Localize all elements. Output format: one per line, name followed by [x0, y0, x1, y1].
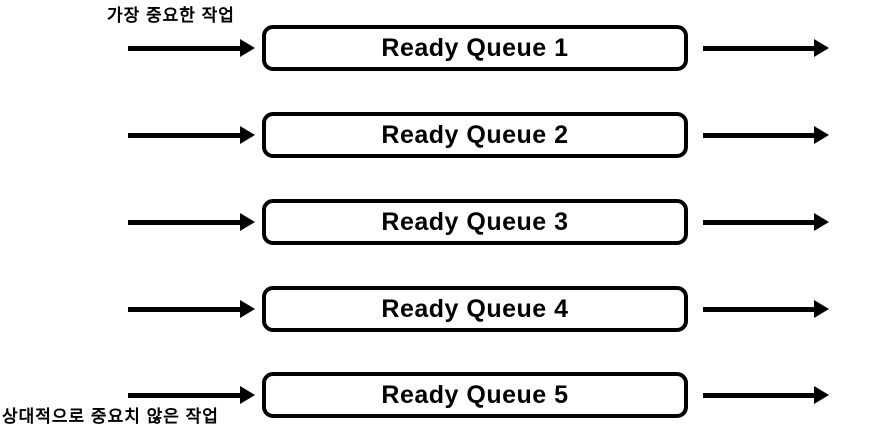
queue-box-3: Ready Queue 3 [262, 199, 688, 245]
arrow-head [240, 39, 255, 57]
queue-label: Ready Queue 1 [381, 33, 569, 62]
queue-box-1: Ready Queue 1 [262, 25, 688, 71]
arrow-shaft [128, 219, 242, 225]
inflow-arrow-icon [128, 39, 255, 57]
arrow-shaft [703, 392, 816, 398]
queue-row-2: Ready Queue 2 [0, 112, 880, 158]
arrow-shaft [703, 219, 816, 225]
inflow-arrow-icon [128, 386, 255, 404]
queue-row-5: Ready Queue 5 [0, 372, 880, 418]
inflow-arrow-icon [128, 213, 255, 231]
arrow-head [240, 386, 255, 404]
outflow-arrow-icon [703, 300, 829, 318]
queue-label: Ready Queue 5 [381, 380, 569, 409]
arrow-head [814, 386, 829, 404]
arrow-head [240, 126, 255, 144]
queue-label: Ready Queue 2 [381, 120, 569, 149]
outflow-arrow-icon [703, 213, 829, 231]
lowest-priority-note: 상대적으로 중요치 않은 작업 [2, 407, 219, 426]
queue-row-4: Ready Queue 4 [0, 286, 880, 332]
arrow-head [240, 213, 255, 231]
arrow-head [814, 39, 829, 57]
highest-priority-note: 가장 중요한 작업 [107, 6, 235, 25]
outflow-arrow-icon [703, 39, 829, 57]
arrow-shaft [128, 132, 242, 138]
inflow-arrow-icon [128, 300, 255, 318]
queue-row-1: Ready Queue 1 [0, 25, 880, 71]
queue-row-3: Ready Queue 3 [0, 199, 880, 245]
queue-box-5: Ready Queue 5 [262, 372, 688, 418]
queue-box-2: Ready Queue 2 [262, 112, 688, 158]
arrow-shaft [128, 392, 242, 398]
arrow-shaft [128, 45, 242, 51]
outflow-arrow-icon [703, 126, 829, 144]
arrow-head [814, 126, 829, 144]
inflow-arrow-icon [128, 126, 255, 144]
arrow-head [814, 300, 829, 318]
arrow-shaft [703, 45, 816, 51]
arrow-shaft [128, 306, 242, 312]
outflow-arrow-icon [703, 386, 829, 404]
queue-label: Ready Queue 3 [381, 207, 569, 236]
arrow-shaft [703, 132, 816, 138]
arrow-head [240, 300, 255, 318]
queue-label: Ready Queue 4 [381, 294, 569, 323]
arrow-shaft [703, 306, 816, 312]
queue-box-4: Ready Queue 4 [262, 286, 688, 332]
arrow-head [814, 213, 829, 231]
